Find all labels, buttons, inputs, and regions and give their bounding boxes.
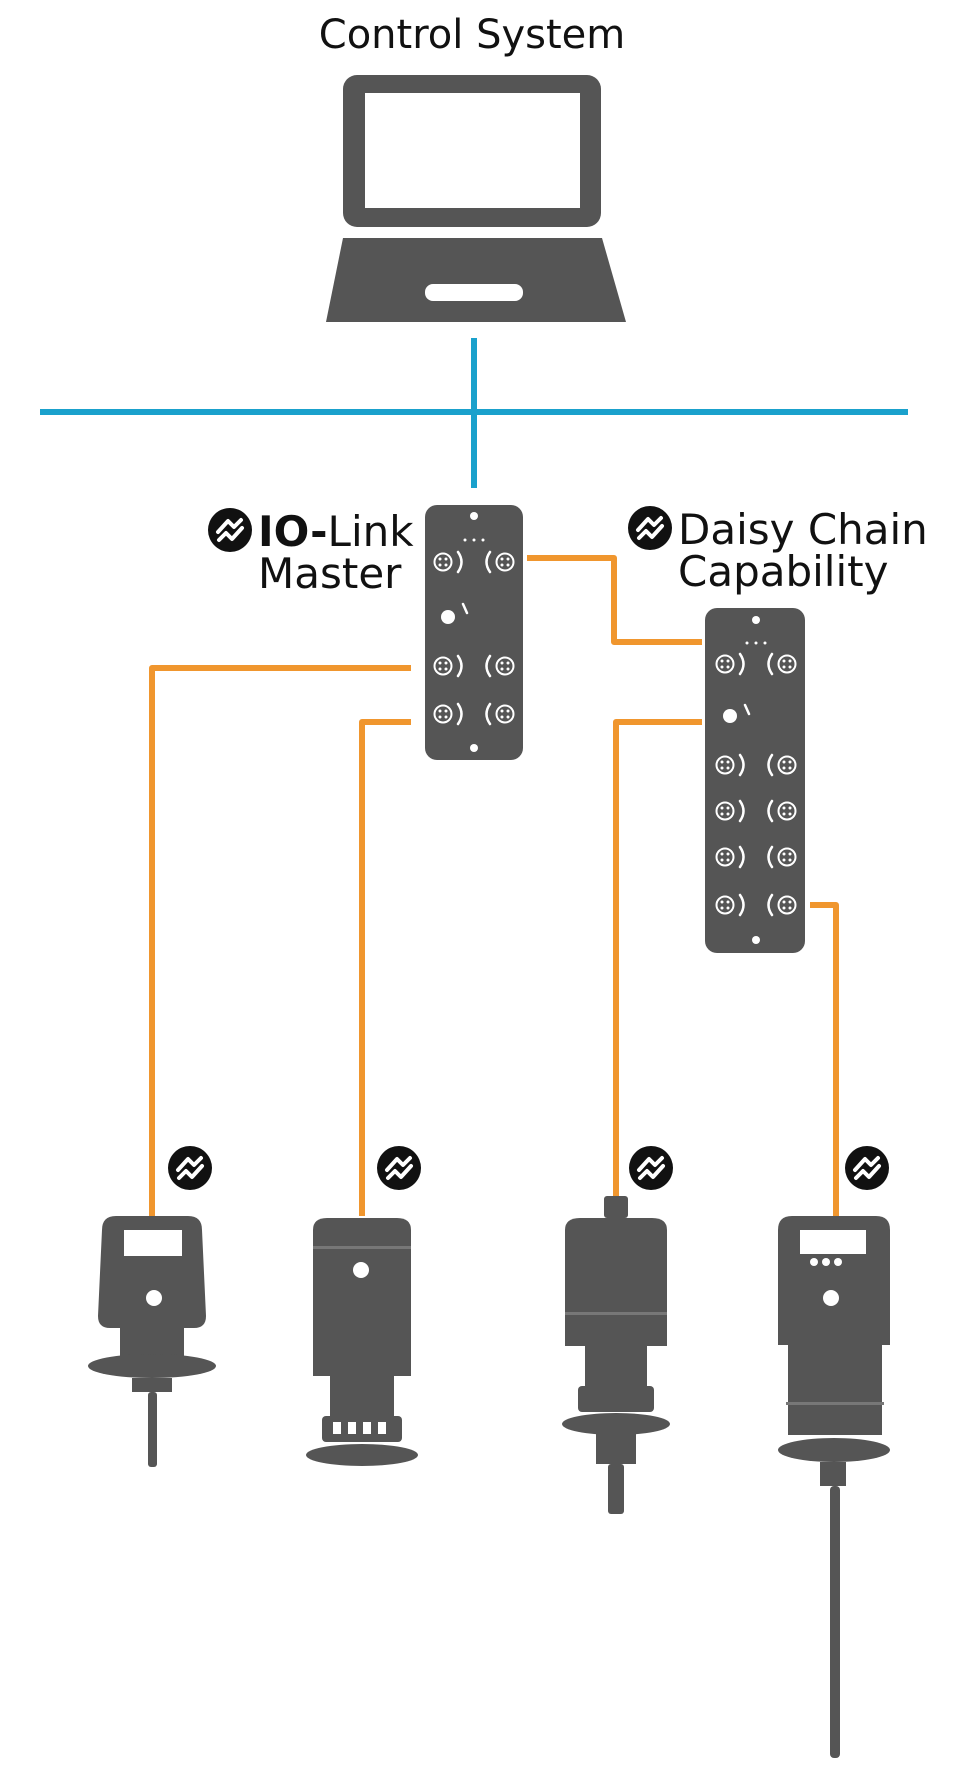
io-link-icon (166, 1144, 214, 1192)
sensor-device-4 (778, 1216, 890, 1758)
cable-master-to-device-2 (359, 719, 411, 1216)
io-link-icon (206, 506, 254, 554)
io-link-label-bold: IO- (258, 507, 328, 556)
sensor-device-2 (306, 1218, 418, 1466)
io-link-cables (149, 555, 839, 1216)
laptop-icon (326, 75, 626, 322)
sensor-device-3 (562, 1196, 670, 1514)
io-link-icon (626, 504, 674, 552)
fieldbus-network (40, 338, 908, 488)
cable-master-to-daisy (527, 555, 702, 645)
daisy-chain-label-line1: Daisy Chain (678, 505, 928, 554)
cable-daisy-to-device-4 (810, 902, 839, 1216)
io-link-master-label: IO-Link (258, 507, 414, 556)
daisy-chain-module (705, 608, 805, 953)
io-link-icon (843, 1144, 891, 1192)
io-link-icon (627, 1144, 675, 1192)
cable-master-to-device-1 (149, 665, 411, 1216)
io-link-master-module (425, 505, 523, 760)
cable-daisy-to-device-3 (613, 719, 702, 1196)
sensor-device-1 (88, 1216, 216, 1467)
io-link-label-rest: Link (328, 507, 415, 556)
io-link-master-label-line2: Master (258, 549, 402, 598)
daisy-chain-label-line2: Capability (678, 547, 888, 596)
control-system-title: Control System (319, 12, 625, 58)
io-link-icon (375, 1144, 423, 1192)
